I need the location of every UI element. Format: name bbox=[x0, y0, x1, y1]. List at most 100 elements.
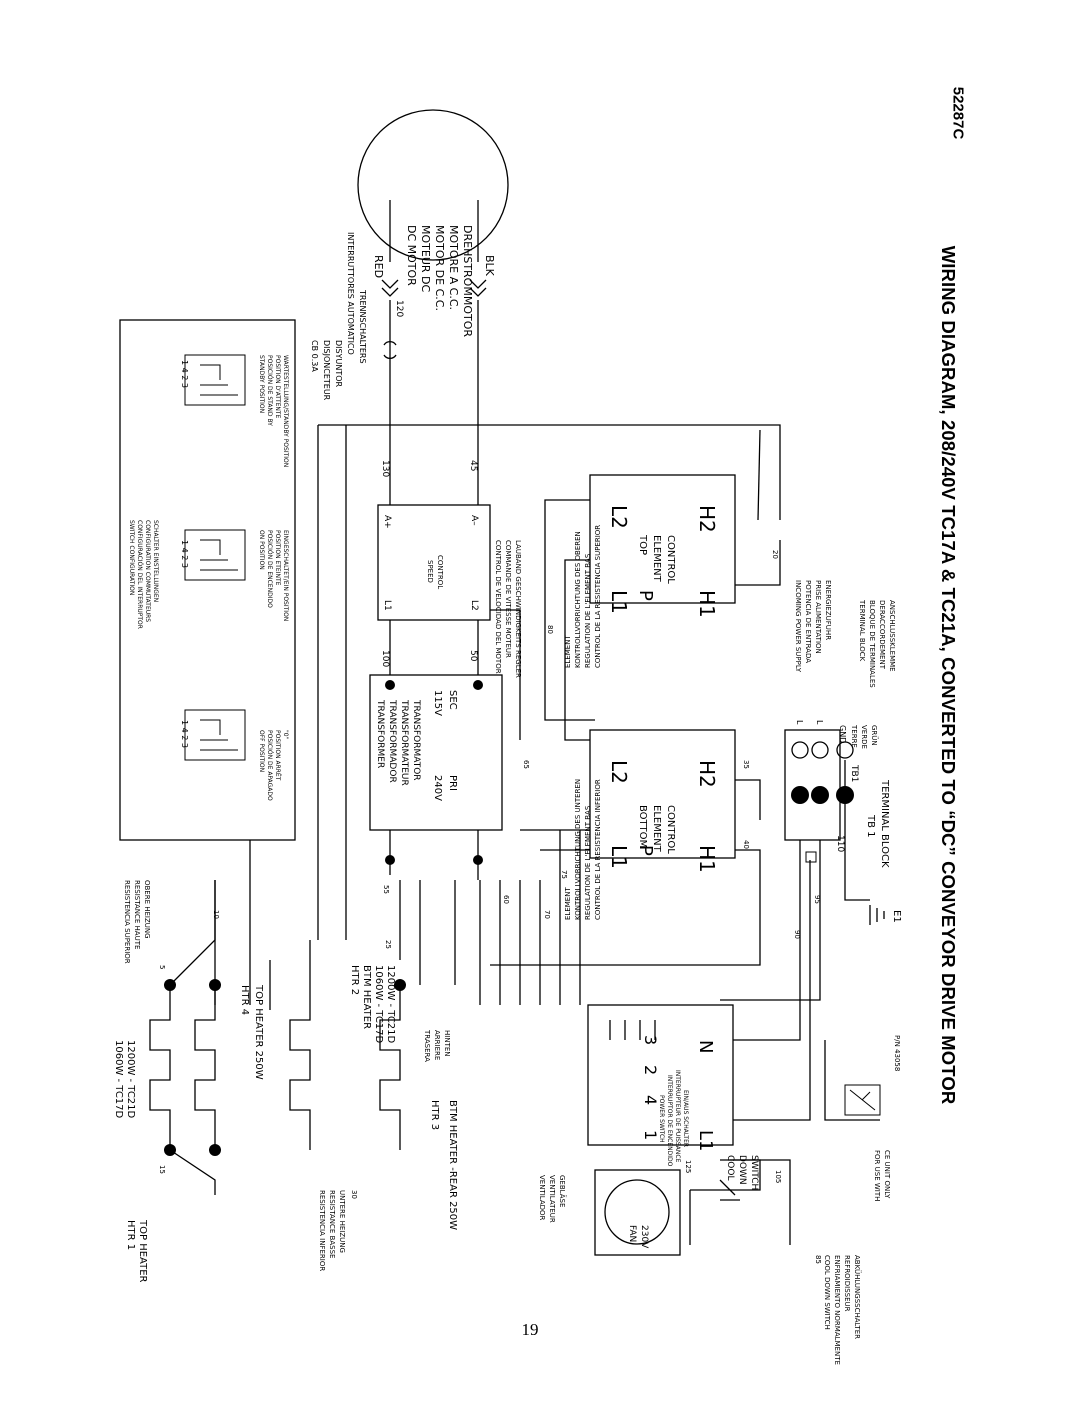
ground-icon bbox=[869, 905, 885, 925]
control-caption: REGULATION DE L'ELEMENT BAS bbox=[584, 553, 592, 668]
wire-number: 105 bbox=[774, 1170, 782, 1183]
heater-element-icon bbox=[194, 985, 216, 1150]
terminal-label: A+ bbox=[382, 515, 392, 529]
terminal-block-label: TERMINAL BLOCK bbox=[858, 599, 866, 662]
heater-wattage: 1200W - TC21D bbox=[385, 965, 396, 1044]
speed-control-label: SPEED bbox=[426, 560, 434, 583]
terminal-label: L1 bbox=[607, 590, 631, 614]
wire-number: 65 bbox=[522, 760, 530, 769]
heater-desc-line: RESISTENCIA INFERIOR bbox=[318, 1190, 326, 1271]
terminal-screw-icon bbox=[811, 741, 829, 759]
standby-label: POSICIÓN DE STAND BY bbox=[266, 355, 273, 426]
heaters: HTR 1 TOP HEATER 1060W - TC17D 1200W - T… bbox=[113, 880, 458, 1283]
cb-label: DISYUNTOR bbox=[334, 340, 343, 388]
wire-number: 80 bbox=[546, 625, 554, 634]
wiring bbox=[214, 200, 880, 1245]
motor-label: DREHSTROMMOTOR bbox=[461, 225, 474, 337]
input-label: GND bbox=[838, 725, 847, 743]
transformer-voltage: 240V bbox=[432, 775, 443, 801]
speed-control-caption: CONTROL DE VELOCIDAD DEL MOTOR bbox=[494, 540, 502, 674]
on-label: POSICIÓN DE ENCENDIDO bbox=[266, 530, 273, 608]
heater-desc-line: RESISTANCE BASSE bbox=[328, 1190, 336, 1258]
terminal-label: L2 bbox=[607, 760, 631, 784]
bottom-element-control: L1 L2 H1 H2 P BOTTOM ELEMENT CONTROL CON… bbox=[564, 729, 736, 920]
terminal-label: L1 bbox=[607, 845, 631, 869]
wire-number: 95 bbox=[813, 895, 821, 904]
standby-label: POSITION D'ATTENTE bbox=[274, 355, 281, 419]
switch-caption: EIN/AUS SCHALTER bbox=[682, 1090, 689, 1147]
switch-contacts-icon bbox=[200, 719, 238, 751]
switch-caption: INTERRUPTEUR DE PUISSANCE bbox=[674, 1070, 681, 1163]
terminal-label: P bbox=[635, 845, 656, 856]
motor-label: MOTEUR DC bbox=[419, 225, 432, 292]
control-caption: KONTROLLVORRICHTUNG DES UNTEREN bbox=[574, 779, 582, 920]
ground-label: E1 bbox=[891, 910, 902, 923]
cool-down-caption: REFROIDISSEUR bbox=[843, 1255, 851, 1312]
motor-label: MOTOR DE C.C. bbox=[433, 225, 446, 311]
switch-caption: POWER SWITCH bbox=[658, 1095, 665, 1143]
speed-control-caption: COMMANDE DE VITESSE MOTEUR bbox=[504, 540, 512, 658]
cb-label: DISJONCETEUR bbox=[322, 340, 331, 401]
power-supply-label: PRISE ALIMENTATION bbox=[814, 580, 822, 654]
fan-caption: VENTILADOR bbox=[538, 1175, 546, 1221]
heater-name: HTR 3 bbox=[429, 1100, 440, 1130]
wire-number: 20 bbox=[771, 550, 779, 559]
power-supply-label: POTENCIA DE ENTRADA bbox=[804, 580, 812, 663]
terminal-screw-icon bbox=[791, 741, 809, 759]
gnd-label: TERRE bbox=[850, 724, 858, 748]
control-label: ELEMENT bbox=[651, 805, 662, 853]
top-element-control: L1 L2 H1 H2 P TOP ELEMENT CONTROL CONTRO… bbox=[564, 474, 736, 668]
cool-down-label: DOWN bbox=[737, 1155, 747, 1185]
terminal-block-label: ANSCHLUSSKLEMME bbox=[888, 600, 896, 672]
fan: FAN 230V VENTILADOR VENTILATEUR GEBLÄSE bbox=[538, 1169, 681, 1256]
transformer-pri: PRI bbox=[447, 775, 458, 791]
cb-label: TRENNSCHALTERS bbox=[358, 289, 367, 364]
off-label: POSICIÓN DE APAGADO bbox=[266, 730, 273, 801]
wire-number: 60 bbox=[502, 895, 510, 904]
wire-number: 100 bbox=[380, 650, 390, 667]
wire-number: 50 bbox=[468, 650, 478, 662]
terminal-label: 1 4 2 3 bbox=[180, 720, 189, 748]
heater-wattage: 1060W - TC17D bbox=[113, 1040, 124, 1119]
terminal-label: 2 bbox=[641, 1065, 660, 1075]
terminal-label: 1 4 2 3 bbox=[180, 360, 189, 388]
off-switch-diagram: 1 4 2 3 OFF POSITION POSICIÓN DE APAGADO… bbox=[180, 709, 289, 801]
terminal-label: H1 bbox=[695, 590, 719, 618]
heater-element-icon bbox=[289, 940, 311, 1150]
transformer-label: TRANSFORMATOR bbox=[411, 699, 421, 781]
wire-number: 30 bbox=[350, 1190, 358, 1199]
breaker-icon bbox=[383, 341, 397, 359]
wire-number: 90 bbox=[793, 930, 801, 939]
heater-desc: TOP HEATER 250W bbox=[253, 984, 264, 1080]
blk-lead-label: BLK bbox=[483, 255, 496, 277]
cool-down-caption: COOL DOWN SWITCH bbox=[823, 1255, 831, 1330]
standby-label: WARTESTELLUNG/STANDBY POSITION bbox=[282, 355, 289, 467]
power-supply-label: ENERGIEZUFUHR bbox=[824, 580, 832, 640]
part-number: 52287C bbox=[949, 86, 967, 140]
heater-desc-line: HINTEN bbox=[443, 1030, 451, 1057]
speed-control-caption: LAUBAND GESCHWINDIGKEITS REGLER bbox=[514, 540, 522, 678]
terminal-label: N bbox=[695, 1040, 716, 1053]
page-number: 19 bbox=[521, 1320, 539, 1339]
wire-number: 40 bbox=[742, 840, 750, 849]
tb-inner-label: TB1 bbox=[849, 764, 859, 782]
heater-desc: BTM HEATER -REAR 250W bbox=[447, 1100, 458, 1230]
terminal-label: A– bbox=[469, 515, 479, 526]
transformer-label: TRANSFORMATEUR bbox=[399, 699, 409, 786]
heater-desc-line: RESISTENCIA SUPERIOR bbox=[123, 880, 131, 964]
wire-number: 5 bbox=[158, 965, 166, 969]
standby-switch-diagram: 1 4 2 3 STANDBY POSITION POSICIÓN DE STA… bbox=[180, 354, 289, 467]
terminal-connection-icon bbox=[811, 786, 829, 804]
heater-name: HTR 2 bbox=[349, 965, 360, 995]
heater-name: HTR 1 bbox=[125, 1220, 136, 1250]
config-title: SCHALTER EINSTELLUNGEN bbox=[152, 520, 159, 602]
red-lead-label: RED bbox=[372, 255, 385, 278]
wire-number: 125 bbox=[684, 1160, 692, 1173]
terminal-label: 4 bbox=[641, 1095, 660, 1105]
fan-caption: VENTILATEUR bbox=[548, 1175, 556, 1223]
terminal-label: H2 bbox=[695, 760, 719, 788]
heater-desc-line: OBERE HEIZUNG bbox=[143, 880, 151, 939]
wire-number: 25 bbox=[384, 940, 392, 949]
terminal-connection-icon bbox=[791, 786, 809, 804]
